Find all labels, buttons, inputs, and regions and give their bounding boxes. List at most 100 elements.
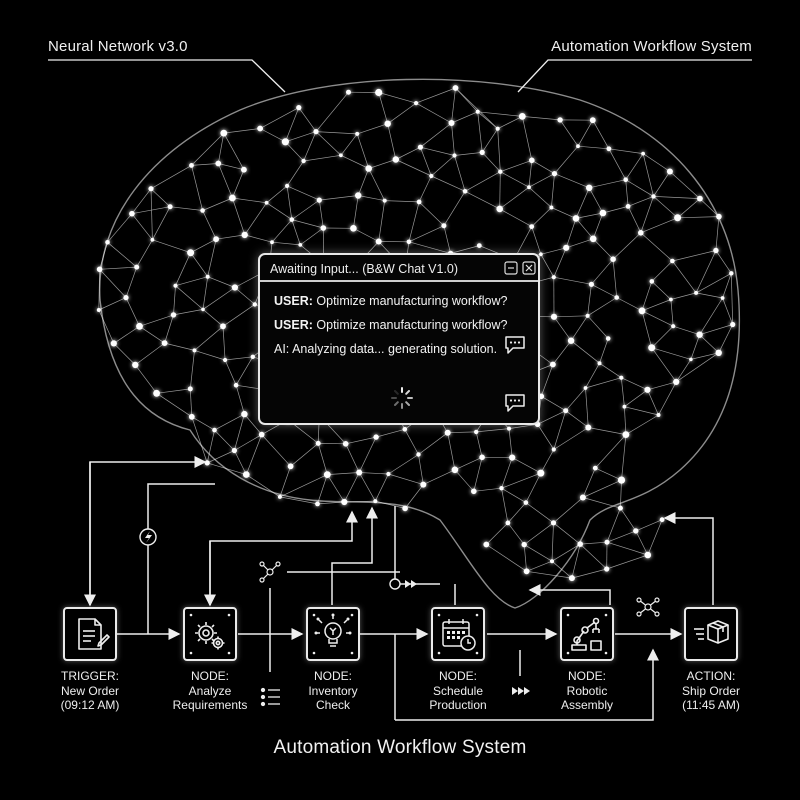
- network-edge: [318, 200, 324, 229]
- network-edge: [164, 342, 195, 351]
- network-edge: [443, 191, 466, 226]
- network-edge: [553, 247, 567, 278]
- network-edge: [653, 196, 678, 219]
- network-edge: [356, 133, 370, 169]
- network-edge: [131, 206, 171, 215]
- minimize-icon[interactable]: [504, 261, 518, 275]
- node-detail: Requirements: [172, 698, 248, 712]
- network-edge: [464, 171, 501, 192]
- network-edge: [677, 198, 701, 219]
- network-edge: [635, 519, 663, 532]
- network-node: [375, 88, 383, 97]
- node-name: Inventory: [308, 683, 358, 698]
- network-node: [579, 494, 586, 501]
- network-edge: [641, 310, 653, 348]
- network-edge: [415, 102, 452, 124]
- network-node: [586, 184, 593, 191]
- network-edge: [235, 356, 254, 386]
- chat-bubble-icon[interactable]: [504, 335, 526, 355]
- network-node: [669, 297, 673, 302]
- robotic-node[interactable]: [560, 607, 614, 661]
- chat-send-icon[interactable]: [504, 393, 526, 413]
- network-node: [315, 440, 321, 446]
- network-node: [523, 568, 530, 575]
- network-edge: [592, 238, 614, 260]
- network-edge: [553, 522, 581, 545]
- network-node: [231, 447, 237, 454]
- ship-node-label: ACTION: Ship Order (11:45 AM): [651, 669, 771, 713]
- network-edge: [599, 338, 609, 364]
- network-edge: [669, 171, 701, 199]
- network-node: [192, 348, 197, 353]
- network-edge: [553, 497, 584, 524]
- network-node: [350, 225, 357, 232]
- network-edge: [131, 213, 153, 241]
- network-node: [697, 195, 703, 202]
- network-node: [444, 429, 451, 436]
- network-edge: [317, 443, 328, 475]
- network-node: [476, 243, 482, 249]
- network-edge: [300, 227, 324, 246]
- network-edge: [286, 160, 304, 187]
- network-edge: [327, 472, 360, 475]
- network-edge: [191, 416, 215, 431]
- network-edge: [415, 87, 456, 104]
- network-edge: [592, 120, 610, 149]
- network-edge: [113, 326, 140, 344]
- network-node: [694, 290, 699, 295]
- network-edge: [602, 206, 629, 214]
- network-edge: [588, 427, 626, 435]
- schedule-node[interactable]: [431, 607, 485, 661]
- network-edge: [224, 359, 237, 386]
- network-node: [622, 431, 630, 438]
- network-node: [568, 575, 575, 582]
- network-node: [671, 324, 676, 329]
- network-edge: [291, 219, 301, 246]
- network-edge: [508, 423, 538, 429]
- network-edge: [647, 389, 659, 416]
- network-node: [509, 454, 516, 461]
- network-edge: [670, 292, 697, 300]
- network-edge: [699, 324, 733, 336]
- network-edge: [566, 238, 594, 249]
- network-node: [622, 404, 627, 409]
- trigger-node[interactable]: [63, 607, 117, 661]
- network-node: [250, 354, 255, 359]
- inventory-node[interactable]: [306, 607, 360, 661]
- network-edge: [616, 297, 643, 312]
- network-edge: [589, 179, 626, 189]
- node-name: Analyze: [188, 683, 232, 698]
- network-node: [674, 214, 682, 222]
- junction-dot: [389, 578, 401, 590]
- chat-window[interactable]: Awaiting Input... (B&W Chat V1.0) USER: …: [258, 253, 540, 425]
- network-edge: [565, 218, 577, 248]
- network-node: [296, 105, 302, 111]
- network-node: [599, 209, 607, 217]
- network-node: [298, 243, 303, 247]
- network-edge: [139, 314, 174, 327]
- network-edge: [481, 152, 501, 172]
- network-edge: [376, 428, 405, 438]
- network-edge: [551, 543, 581, 562]
- network-edge: [699, 297, 723, 335]
- network-node: [132, 361, 139, 369]
- ship-node[interactable]: [684, 607, 738, 661]
- network-node: [550, 559, 554, 564]
- close-icon[interactable]: [522, 261, 536, 275]
- network-edge: [640, 232, 673, 262]
- network-edge: [285, 107, 300, 142]
- node-detail: (09:12 AM): [60, 698, 120, 712]
- network-node: [499, 486, 504, 491]
- network-node: [161, 340, 168, 346]
- network-edge: [673, 325, 700, 336]
- network-node: [384, 120, 391, 127]
- network-edge: [625, 179, 629, 207]
- network-edge: [98, 309, 115, 344]
- network-edge: [358, 436, 377, 473]
- network-edge: [319, 195, 359, 201]
- analyze-node[interactable]: [183, 607, 237, 661]
- network-edge: [340, 154, 369, 169]
- network-edge: [156, 388, 191, 394]
- network-node: [96, 266, 103, 273]
- network-edge: [690, 352, 719, 360]
